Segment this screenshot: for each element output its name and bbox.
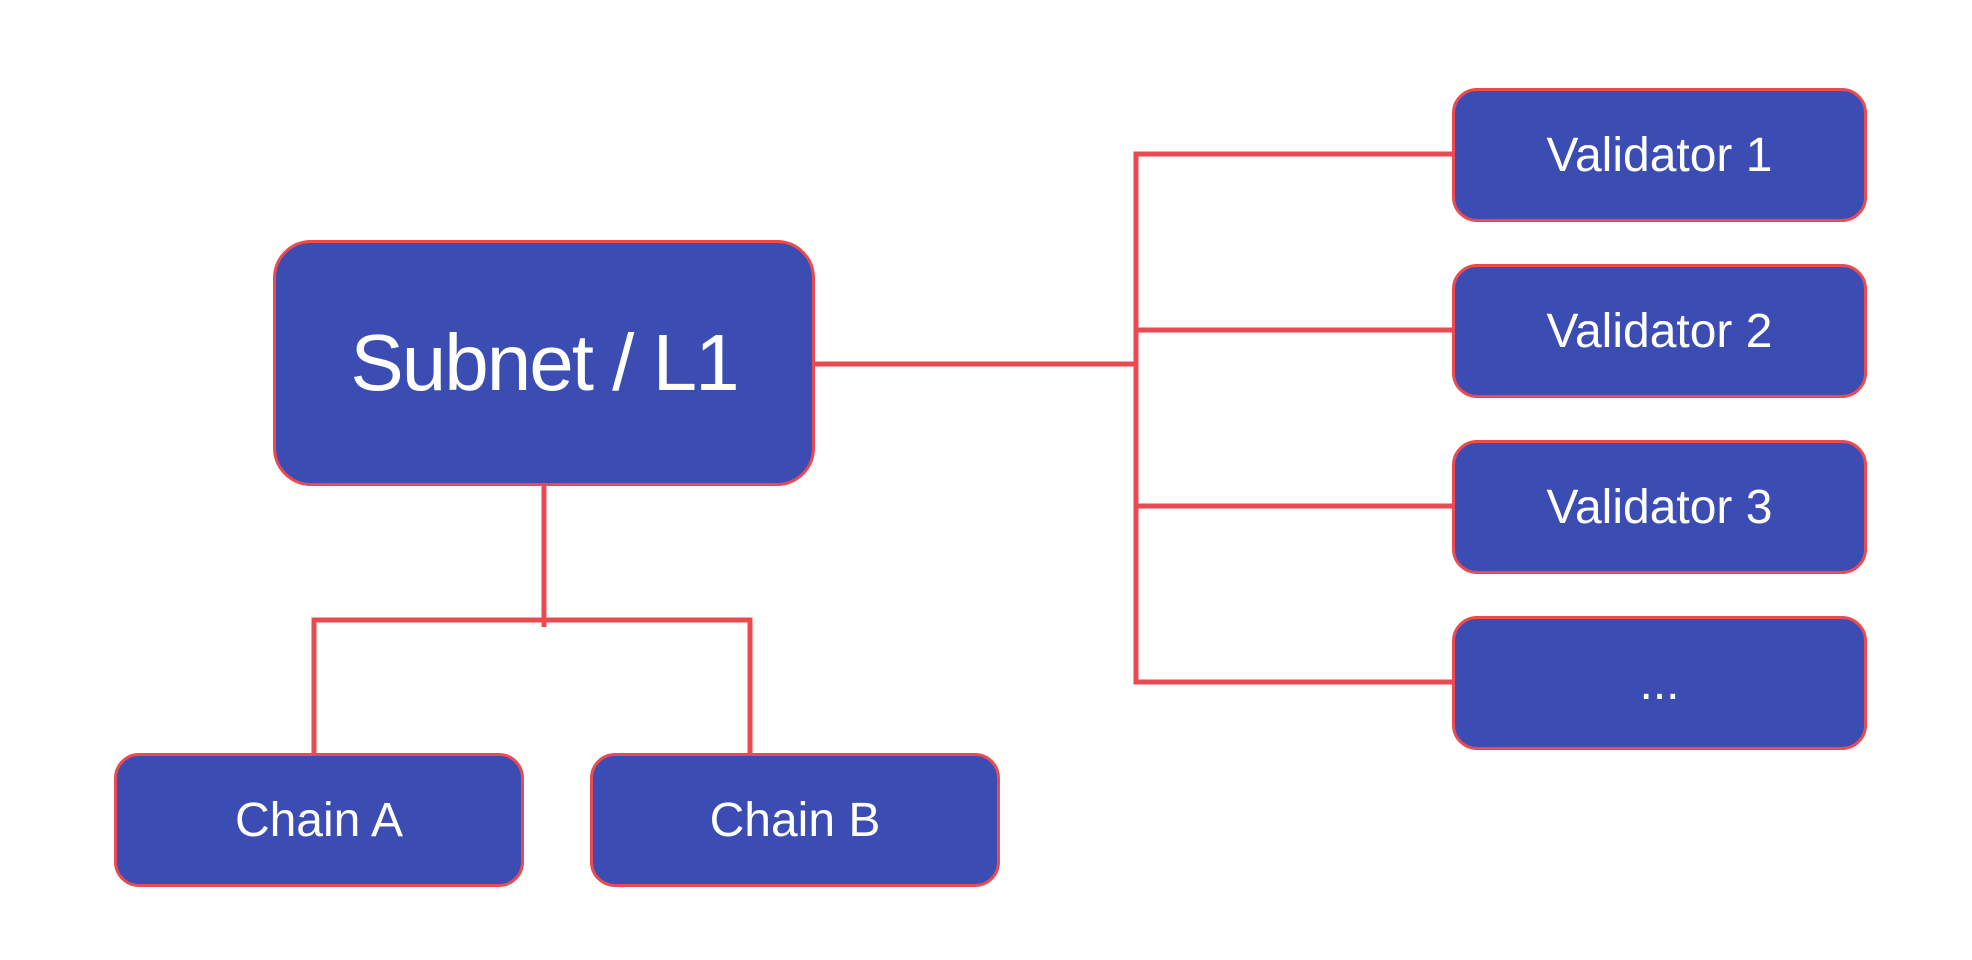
node-chain-a-label: Chain A <box>234 793 404 847</box>
node-validator-2: Validator 2 <box>1452 264 1867 398</box>
node-validator-3-label: Validator 3 <box>1546 480 1773 534</box>
node-validator-1: Validator 1 <box>1452 88 1867 222</box>
node-subnet-l1: Subnet / L1 <box>273 240 815 486</box>
node-validator-more: ... <box>1452 616 1867 750</box>
edge-chains-bar <box>311 617 753 753</box>
node-validator-3: Validator 3 <box>1452 440 1867 574</box>
node-validator-1-label: Validator 1 <box>1546 128 1773 182</box>
node-chain-a: Chain A <box>114 753 524 887</box>
node-chain-b-label: Chain B <box>709 793 881 847</box>
node-validator-2-label: Validator 2 <box>1546 304 1773 358</box>
node-subnet-l1-label: Subnet / L1 <box>350 318 739 407</box>
node-validator-more-label: ... <box>1639 656 1680 710</box>
edge-validator-trunk <box>1133 151 1452 685</box>
node-chain-b: Chain B <box>590 753 1000 887</box>
